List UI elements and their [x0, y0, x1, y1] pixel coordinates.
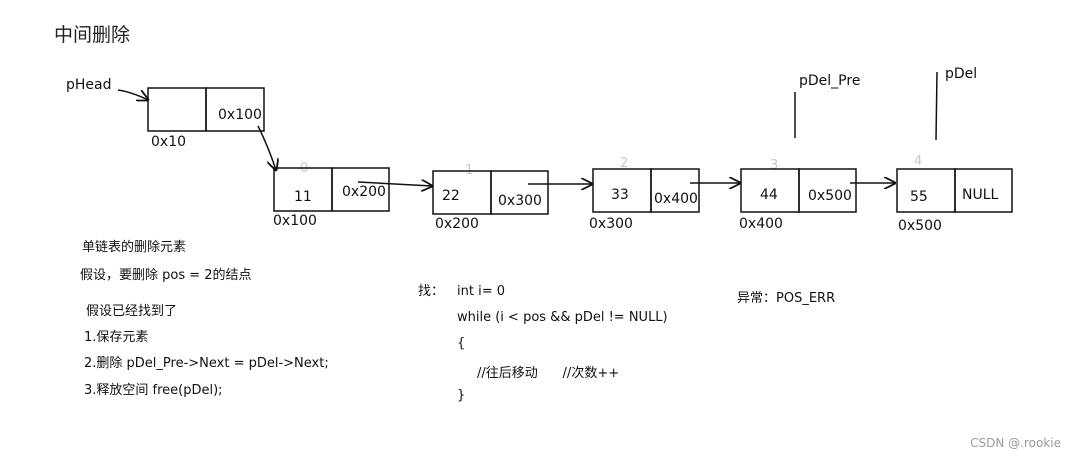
node-index: 3 — [770, 158, 778, 173]
code-line: { — [457, 336, 466, 351]
notes-step1: 1.保存元素 — [84, 330, 149, 345]
node-next-cell — [798, 168, 857, 213]
node-2: 2 33 0x400 0x300 — [589, 156, 700, 232]
node-next-cell — [650, 168, 700, 213]
node-next-cell — [490, 170, 549, 215]
code-line: int i= 0 — [457, 284, 505, 299]
node-1: 1 22 0x300 0x200 — [432, 163, 549, 232]
node-data: 55 — [910, 189, 928, 205]
notes-step2: 2.删除 pDel_Pre->Next = pDel->Next; — [84, 356, 329, 371]
node-next-cell — [331, 167, 390, 212]
notes-step3: 3.释放空间 free(pDel); — [84, 383, 223, 398]
node-data: 22 — [442, 188, 460, 204]
node-data: 44 — [760, 187, 778, 203]
node-address: 0x400 — [739, 216, 783, 232]
notes-heading: 单链表的删除元素 — [82, 240, 187, 255]
node-next-cell — [954, 168, 1013, 213]
pdel-pre-label: pDel_Pre — [799, 73, 860, 89]
phead-arrow — [117, 89, 148, 100]
watermark: CSDN @.rookie — [970, 436, 1061, 450]
node-address: 0x300 — [589, 216, 633, 232]
exception-note: 异常：POS_ERR — [737, 291, 836, 306]
notes-found: 假设已经找到了 — [86, 304, 178, 319]
code-line: //往后移动 //次数++ — [477, 366, 620, 381]
node-next: 0x500 — [808, 188, 852, 204]
notes-assume: 假设，要删除 pos = 2的结点 — [80, 268, 252, 283]
node-address: 0x100 — [273, 213, 317, 229]
pdel-pointer-line — [935, 71, 938, 141]
head-node-address: 0x10 — [151, 134, 186, 150]
code-line: } — [457, 388, 466, 403]
node-index: 4 — [914, 154, 922, 169]
phead-label: pHead — [66, 77, 112, 93]
code-label: 找： — [418, 284, 445, 299]
head-node-data-cell — [147, 87, 207, 132]
head-node-next-cell — [205, 87, 265, 132]
node-next: NULL — [962, 187, 999, 203]
node-0: 0 11 0x200 0x100 — [273, 161, 390, 229]
node0-to-node1-arrow — [357, 182, 432, 186]
head-node: 0x100 0x10 — [147, 87, 265, 150]
node-data: 11 — [294, 189, 312, 205]
node-4: 4 55 NULL 0x500 — [896, 154, 1013, 234]
node-next: 0x300 — [498, 193, 542, 209]
node-address: 0x200 — [435, 216, 479, 232]
page-title: 中间删除 — [54, 24, 131, 46]
node-next: 0x400 — [654, 191, 698, 207]
head-to-node0-arrow — [257, 125, 276, 170]
head-node-next: 0x100 — [218, 107, 262, 123]
node-address: 0x500 — [898, 218, 942, 234]
pdel-label: pDel — [945, 66, 977, 82]
node-3: 3 44 0x500 0x400 — [739, 158, 857, 232]
code-line: while (i < pos && pDel != NULL) — [457, 310, 668, 325]
node-next: 0x200 — [342, 184, 386, 200]
node-data: 33 — [611, 187, 629, 203]
node-index: 2 — [620, 156, 628, 171]
